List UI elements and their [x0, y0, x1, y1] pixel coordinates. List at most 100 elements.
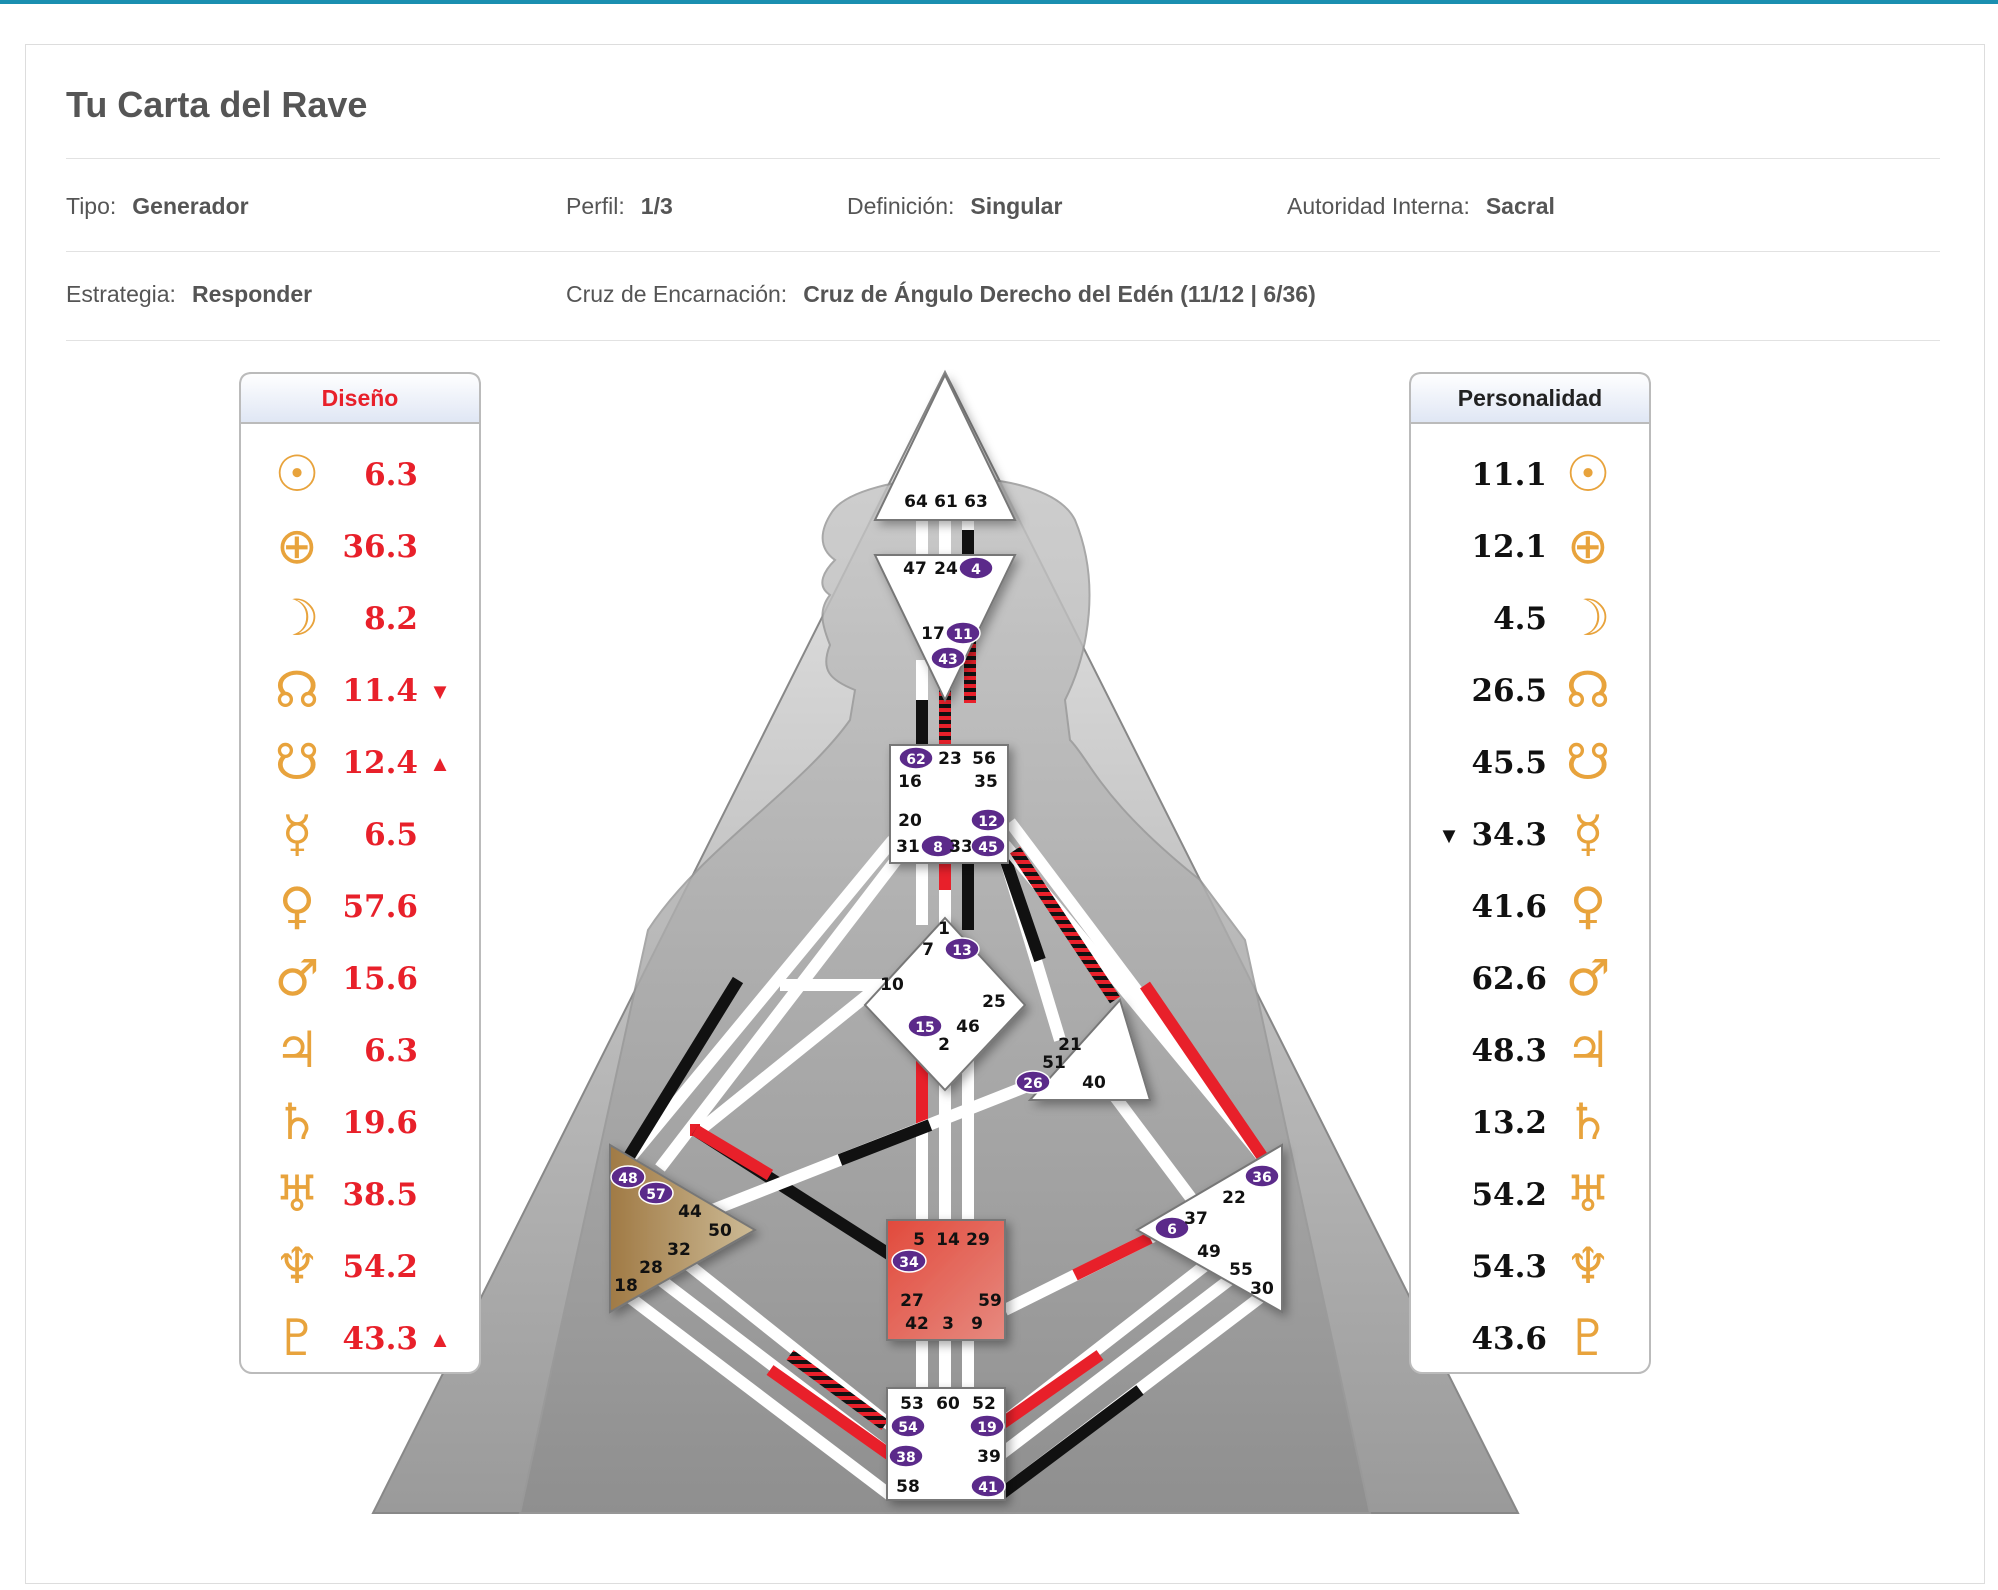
gate-number: 4 [971, 562, 981, 578]
solar-plexus-center [1134, 1143, 1283, 1314]
planet-gate-value: 12.1 [1471, 529, 1547, 565]
pluto-icon: ♇ [1566, 1309, 1611, 1367]
gate-number: 10 [880, 975, 904, 995]
earth-icon: ⊕ [276, 517, 318, 575]
field-estrategia: Estrategia:Responder [66, 281, 312, 308]
gate-number: 36 [1252, 1170, 1271, 1186]
arrow-icon: ▼ [429, 679, 451, 704]
north-node-icon: ☊ [1566, 661, 1610, 719]
planet-gate-value: 57.6 [342, 889, 418, 925]
gate-number: 2 [938, 1035, 950, 1055]
planet-gate-value: 8.2 [364, 601, 418, 637]
gate-number: 25 [982, 992, 1006, 1012]
gate-number: 58 [896, 1477, 920, 1497]
south-node-icon: ☋ [1566, 733, 1610, 791]
active-gate-badge [920, 834, 956, 858]
gate-number: 38 [896, 1450, 915, 1466]
head-center [873, 372, 1017, 521]
active-gate-badge [970, 1474, 1006, 1498]
personality-panel-title: Personalidad [1458, 385, 1602, 411]
gate-number: 49 [1197, 1242, 1221, 1262]
design-panel: Diseño ☉6.3⊕36.3☽8.2☊11.4▼☋12.4▲☿6.5♀57.… [239, 372, 481, 1374]
gate-number: 62 [906, 752, 925, 768]
gate-number: 54 [898, 1420, 918, 1436]
gate-number: 27 [900, 1291, 924, 1311]
planet-gate-value: 54.2 [1471, 1177, 1547, 1213]
active-gate-badge [945, 621, 981, 645]
field-cruz: Cruz de Encarnación:Cruz de Ángulo Derec… [566, 281, 1316, 308]
planet-gate-value: 13.2 [1471, 1105, 1547, 1141]
gate-number: 40 [1082, 1073, 1106, 1093]
south-node-icon: ☋ [275, 733, 319, 791]
gate-number: 46 [956, 1017, 980, 1037]
gate-number: 64 [904, 492, 928, 512]
gate-number: 21 [1058, 1035, 1082, 1055]
gate-number: 59 [978, 1291, 1002, 1311]
moon-icon: ☽ [1566, 589, 1611, 647]
gate-number: 31 [896, 837, 920, 857]
gate-number: 32 [667, 1240, 691, 1260]
field-perfil: Perfil:1/3 [566, 193, 673, 220]
active-gate-badge [1154, 1216, 1190, 1240]
gate-number: 50 [708, 1221, 732, 1241]
active-gate-badge [898, 746, 934, 770]
active-gate-badge [930, 646, 966, 670]
north-node-icon: ☊ [275, 661, 319, 719]
active-gate-badge [610, 1165, 646, 1189]
gate-number: 42 [905, 1314, 929, 1334]
active-gate-badge [907, 1014, 943, 1038]
planet-gate-value: 4.5 [1493, 601, 1547, 637]
gate-number: 13 [952, 943, 971, 959]
gate-number: 12 [978, 814, 997, 830]
field-tipo: Tipo: Generador [66, 193, 249, 220]
arrow-icon: ▼ [1438, 823, 1460, 848]
gate-number: 8 [933, 840, 943, 856]
field-label: Tipo: [66, 193, 117, 219]
divider [66, 158, 1940, 159]
gate-number: 48 [618, 1171, 637, 1187]
top-accent-bar [0, 0, 1998, 4]
gate-number: 56 [972, 749, 996, 769]
gate-number: 9 [971, 1314, 983, 1334]
planet-gate-value: 43.6 [1471, 1321, 1547, 1357]
field-label: Autoridad Interna: [1287, 193, 1470, 219]
arrow-icon: ▲ [429, 751, 451, 776]
pluto-icon: ♇ [275, 1309, 320, 1367]
gate-number: 63 [964, 492, 988, 512]
gate-number: 41 [978, 1480, 997, 1496]
gate-number: 11 [953, 627, 972, 643]
planet-gate-value: 36.3 [342, 529, 418, 565]
field-label: Estrategia: [66, 281, 176, 307]
gate-number: 30 [1250, 1279, 1274, 1299]
gate-number: 57 [646, 1187, 665, 1203]
earth-icon: ⊕ [1567, 517, 1609, 575]
planet-gate-value: 19.6 [342, 1105, 418, 1141]
active-gate-badge [970, 808, 1006, 832]
planet-gate-value: 62.6 [1471, 961, 1547, 997]
moon-icon: ☽ [275, 589, 320, 647]
field-value: Generador [132, 193, 249, 219]
uranus-icon: ♅ [1566, 1165, 1611, 1223]
gate-number: 17 [921, 624, 945, 644]
gate-number: 52 [972, 1394, 996, 1414]
gate-number: 14 [936, 1230, 960, 1250]
planet-gate-value: 15.6 [342, 961, 418, 997]
sacral-center [886, 1219, 1006, 1341]
gate-number: 39 [977, 1447, 1001, 1467]
gate-number: 34 [899, 1255, 919, 1271]
neptune-icon: ♆ [275, 1237, 320, 1295]
mars-icon: ♂ [1566, 949, 1611, 1007]
jupiter-icon: ♃ [275, 1021, 320, 1079]
field-value: Cruz de Ángulo Derecho del Edén (11/12 |… [803, 281, 1316, 307]
active-gate-badge [944, 937, 980, 961]
active-gate-badge [969, 1414, 1005, 1438]
gate-number: 47 [903, 559, 927, 579]
active-gate-badge [888, 1444, 924, 1468]
channels [616, 520, 1274, 1500]
planet-gate-value: 45.5 [1471, 745, 1547, 781]
divider [66, 251, 1940, 252]
gate-number: 1 [938, 919, 950, 939]
uranus-icon: ♅ [275, 1165, 320, 1223]
gate-number: 5 [913, 1230, 925, 1250]
gate-number: 45 [978, 840, 997, 856]
